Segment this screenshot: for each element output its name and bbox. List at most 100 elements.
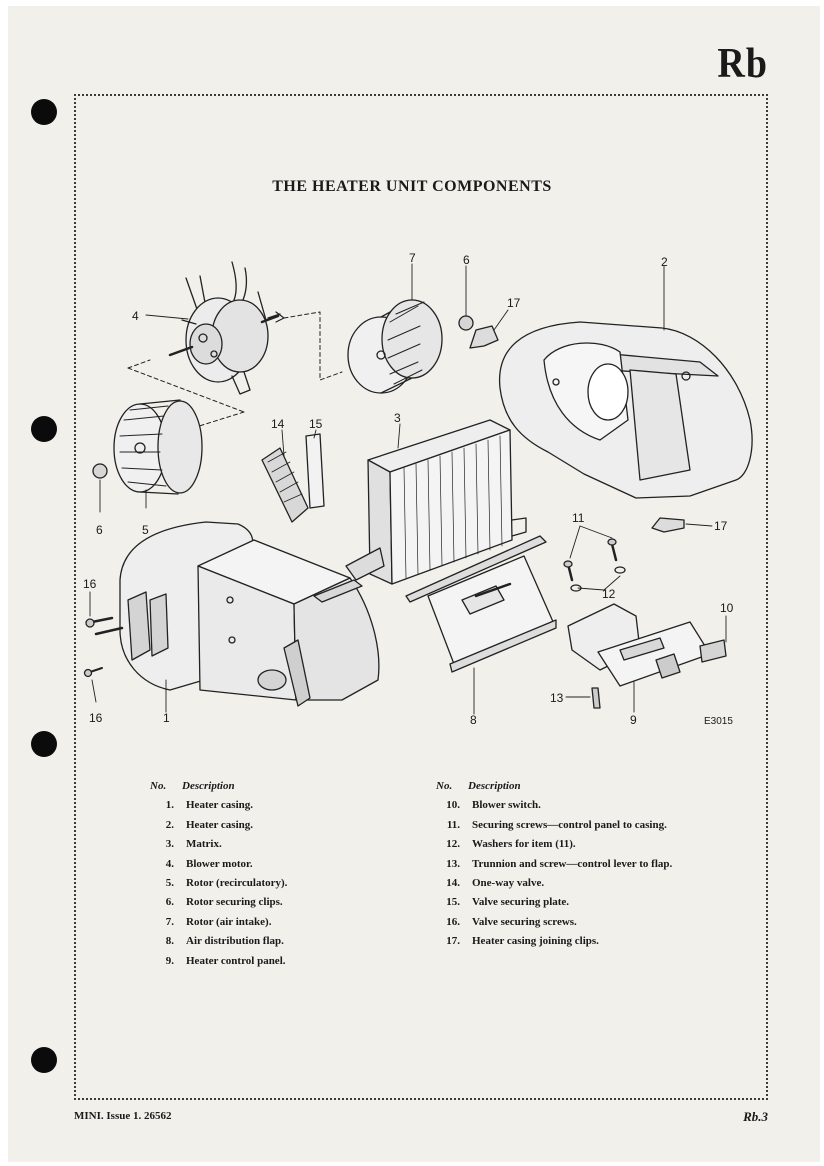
legend-item: 5. Rotor (recirculatory). bbox=[150, 874, 288, 893]
rotor-recirculatory-drawing bbox=[113, 399, 203, 495]
callout-15: 15 bbox=[309, 417, 323, 431]
legend-item-no: 14. bbox=[446, 877, 460, 890]
callout-16: 16 bbox=[83, 577, 97, 591]
legend-header-desc: Description bbox=[182, 780, 235, 792]
legend-item: 17. Heater casing joining clips. bbox=[436, 932, 672, 951]
legend-item-desc: Blower motor. bbox=[186, 857, 253, 870]
legend-item-desc: Blower switch. bbox=[472, 799, 541, 812]
callout-4: 4 bbox=[132, 309, 139, 323]
legend-item-desc: Valve securing screws. bbox=[472, 915, 577, 928]
legend-item-no: 3. bbox=[165, 838, 174, 851]
callout-3: 3 bbox=[394, 411, 401, 425]
callout-2: 2 bbox=[661, 255, 668, 269]
legend-header-desc: Description bbox=[468, 780, 521, 792]
callout-17: 17 bbox=[714, 519, 728, 533]
heater-casing-2-drawing bbox=[498, 321, 753, 499]
legend-item-no: 15. bbox=[446, 896, 460, 909]
legend-item-desc: Heater control panel. bbox=[186, 954, 286, 967]
legend-item: 12. Washers for item (11). bbox=[436, 835, 672, 854]
legend-item-desc: One-way valve. bbox=[472, 877, 545, 890]
legend-item-no: 8. bbox=[165, 935, 174, 948]
callout-16: 16 bbox=[89, 711, 103, 725]
legend-item-desc: Heater casing joining clips. bbox=[472, 935, 599, 948]
joining-clip-drawing bbox=[469, 325, 499, 349]
legend-item-no: 5. bbox=[165, 877, 174, 890]
legend-item-no: 17. bbox=[446, 935, 460, 948]
legend-item-no: 12. bbox=[446, 838, 460, 851]
legend-item-no: 10. bbox=[446, 799, 460, 812]
legend-item-desc: Trunnion and screw—control lever to flap… bbox=[472, 857, 673, 870]
legend-item: 8. Air distribution flap. bbox=[150, 932, 287, 951]
legend-item-desc: Washers for item (11). bbox=[472, 838, 576, 851]
legend-header: No. Description bbox=[436, 777, 672, 796]
callout-1: 1 bbox=[163, 711, 170, 725]
legend-right: No. Description 10. Blower switch. 11. Sec… bbox=[436, 777, 672, 952]
heater-control-panel-drawing bbox=[567, 603, 727, 687]
legend-item-no: 4. bbox=[165, 857, 174, 870]
legend-item: 1. Heater casing. bbox=[150, 796, 287, 815]
legend-header-no: No. bbox=[436, 780, 453, 792]
callout-11: 11 bbox=[572, 511, 585, 525]
legend-item: 7. Rotor (air intake). bbox=[150, 913, 287, 932]
callout-8: 8 bbox=[470, 713, 477, 727]
footer-issue: MINI. Issue 1. 26562 bbox=[74, 1110, 172, 1122]
legend-item: 11. Securing screws—control panel to casi… bbox=[436, 816, 672, 835]
binder-hole bbox=[31, 1047, 57, 1073]
callout-13: 13 bbox=[550, 691, 564, 705]
legend-left: No. Description 1. Heater casing. 2. Heate… bbox=[150, 777, 287, 971]
binder-hole bbox=[31, 731, 57, 757]
legend-item-desc: Matrix. bbox=[186, 838, 222, 851]
valve-plate-drawing bbox=[305, 433, 325, 509]
rotor-air-intake-drawing bbox=[347, 299, 443, 394]
legend-item-no: 1. bbox=[165, 799, 174, 812]
legend-item: 6. Rotor securing clips. bbox=[150, 893, 287, 912]
legend-item-no: 2. bbox=[165, 818, 174, 831]
legend-item: 10. Blower switch. bbox=[436, 796, 672, 815]
legend-item-no: 11. bbox=[446, 818, 460, 831]
air-distribution-flap-drawing bbox=[405, 535, 557, 673]
legend-item: 13. Trunnion and screw—control lever to f… bbox=[436, 855, 672, 874]
heater-casing-1-drawing bbox=[119, 521, 380, 707]
callout-6: 6 bbox=[463, 253, 470, 267]
callout-5: 5 bbox=[142, 523, 149, 537]
legend-item-desc: Air distribution flap. bbox=[186, 935, 284, 948]
legend-item-no: 9. bbox=[165, 954, 174, 967]
legend-item-no: 13. bbox=[446, 857, 460, 870]
legend-header: No. Description bbox=[150, 777, 287, 796]
one-way-valve-drawing bbox=[261, 447, 309, 523]
legend-item: 14. One-way valve. bbox=[436, 874, 672, 893]
callout-7: 7 bbox=[409, 251, 416, 265]
matrix-drawing bbox=[345, 419, 527, 585]
legend-item: 9. Heater control panel. bbox=[150, 952, 287, 971]
callout-12: 12 bbox=[602, 587, 616, 601]
figure-title: THE HEATER UNIT COMPONENTS bbox=[272, 178, 552, 195]
legend-item-desc: Heater casing. bbox=[186, 799, 254, 812]
legend-item-desc: Rotor (air intake). bbox=[186, 915, 272, 928]
legend-item: 2. Heater casing. bbox=[150, 816, 287, 835]
callout-6: 6 bbox=[96, 523, 103, 537]
binder-hole bbox=[31, 416, 57, 442]
legend-item: 15. Valve securing plate. bbox=[436, 893, 672, 912]
joining-clip-drawing bbox=[651, 517, 685, 533]
section-code: Rb bbox=[717, 40, 768, 88]
legend-item-desc: Valve securing plate. bbox=[472, 896, 570, 909]
legend-header-no: No. bbox=[150, 780, 167, 792]
legend-item-no: 6. bbox=[165, 896, 174, 909]
legend-item: 3. Matrix. bbox=[150, 835, 287, 854]
figure-reference: E3015 bbox=[704, 716, 733, 727]
callout-10: 10 bbox=[720, 601, 734, 615]
footer-page-number: Rb.3 bbox=[743, 1109, 768, 1124]
callout-14: 14 bbox=[271, 417, 285, 431]
legend-item-desc: Heater casing. bbox=[186, 818, 254, 831]
figure-frame bbox=[74, 94, 768, 1100]
binder-hole bbox=[31, 99, 57, 125]
legend-item-desc: Rotor (recirculatory). bbox=[186, 877, 288, 890]
legend-item-no: 7. bbox=[165, 915, 174, 928]
blower-motor-drawing bbox=[168, 261, 280, 395]
legend-item: 4. Blower motor. bbox=[150, 855, 287, 874]
legend-item-desc: Rotor securing clips. bbox=[186, 896, 283, 909]
callout-17: 17 bbox=[507, 296, 521, 310]
legend-item-desc: Securing screws—control panel to casing. bbox=[472, 818, 667, 831]
legend-item-no: 16. bbox=[446, 915, 460, 928]
